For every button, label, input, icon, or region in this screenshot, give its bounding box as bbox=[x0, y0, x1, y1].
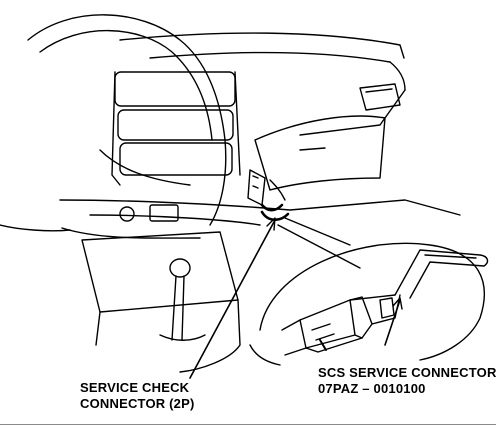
center-console bbox=[81, 231, 241, 373]
scs-arrow bbox=[384, 297, 403, 346]
service-check-arrow bbox=[189, 217, 276, 379]
glove-box bbox=[254, 115, 386, 191]
scs-label-line1: SCS SERVICE CONNECTOR bbox=[318, 365, 496, 380]
service-check-connector-label: SERVICE CHECK CONNECTOR (2P) bbox=[80, 380, 195, 412]
callout-ellipse bbox=[249, 242, 485, 366]
shift-lever bbox=[159, 258, 206, 341]
knee-panel bbox=[119, 204, 179, 222]
callout-leaders bbox=[277, 217, 361, 269]
scs-label-line2: 07PAZ – 0010100 bbox=[318, 381, 426, 396]
service-check-connector-shape bbox=[247, 169, 290, 222]
steering-wheel bbox=[0, 14, 227, 232]
dashboard-top bbox=[99, 32, 406, 186]
service-label-line2: CONNECTOR (2P) bbox=[80, 396, 195, 411]
scs-service-connector-label: SCS SERVICE CONNECTOR 07PAZ – 0010100 bbox=[318, 365, 496, 397]
center-vents bbox=[111, 71, 241, 186]
side-vent bbox=[359, 83, 401, 111]
service-label-line1: SERVICE CHECK bbox=[80, 380, 190, 395]
scs-connector-drawing bbox=[281, 249, 489, 356]
bottom-rule bbox=[0, 424, 496, 425]
lower-dash bbox=[59, 199, 461, 239]
